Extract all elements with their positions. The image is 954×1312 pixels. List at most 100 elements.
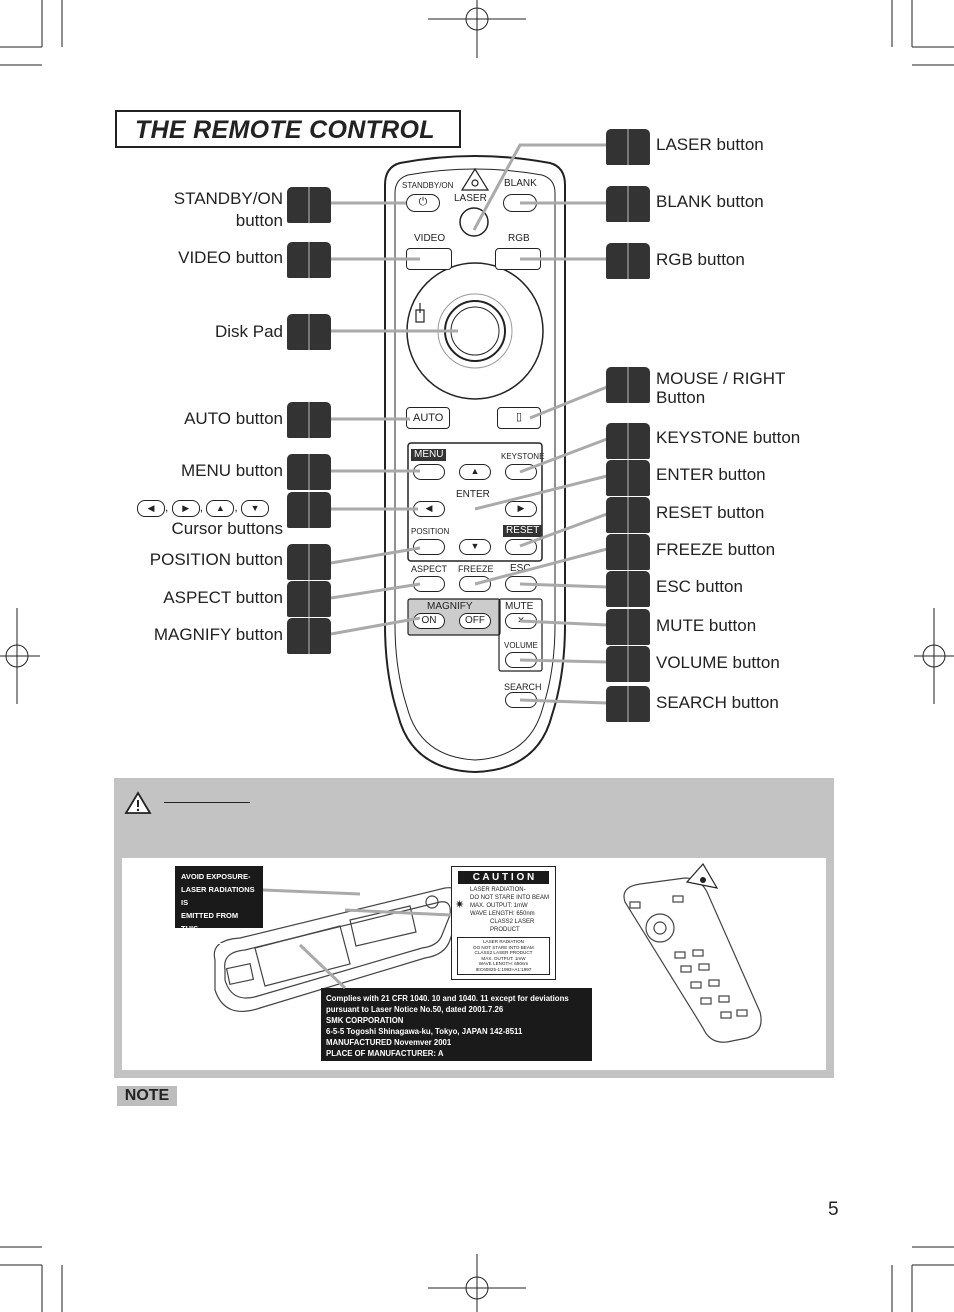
left-tab [287,544,331,580]
right-tab [606,186,650,222]
aperture-line: EMITTED FROM THIS [181,911,239,933]
remote-position-label: POSITION [411,527,450,536]
remote-down-button[interactable]: ▼ [459,539,491,555]
right-tab [606,571,650,607]
compliance-line: SMK CORPORATION [326,1016,404,1025]
remote-rgb-label: RGB [508,233,530,244]
right-tab [606,423,650,459]
caution-title: C A U T I O N [458,871,549,884]
cursor-symbols: ◀, ▶, ▲, ▼ [137,498,283,518]
left-tab [287,314,331,350]
caution-small-line: LASER RADIATION [482,939,524,944]
caution-line: CLASS2 LASER PRODUCT [490,919,535,933]
down-arrow-icon: ▼ [241,500,270,517]
auto-label: AUTO button [184,409,283,428]
remote-blank-label: BLANK [504,178,537,189]
compliance-line: MANUFACTURED Novemver 2001 [326,1038,452,1047]
caution-line: MAX. OUTPUT: 1mW [470,903,528,909]
right-tab [606,367,650,403]
cursor-label: Cursor buttons [171,519,284,538]
aperture-line: LASER RADIATIONS IS [181,885,255,907]
remote-mouse-right-button[interactable]: ▯ [497,407,541,429]
comma: , [234,500,238,514]
right-tab [606,534,650,570]
left-tab [287,618,331,654]
caution-small-line: WAVE LENGTH: 650nm [478,961,529,967]
aperture-line: APERTURE [181,937,223,946]
mute-label: MUTE button [656,616,757,635]
position-label: POSITION button [149,550,283,569]
remote-position-button[interactable] [413,539,445,555]
caution-label: C A U T I O N ✷ LASER RADIATION- DO NOT … [451,866,556,980]
left-tab [287,492,331,528]
left-arrow-icon: ◀ [137,500,165,517]
right-tab [606,460,650,496]
caution-small-line: IEC60825-1:1993+A1:1997 [475,966,532,972]
left-tab [287,402,331,438]
blank-label: BLANK button [656,192,764,211]
left-tab [287,581,331,617]
right-tab [606,243,650,279]
remote-video-label: VIDEO [414,233,446,244]
remote-search-label: SEARCH [504,682,542,692]
leader-lines [330,143,608,705]
rgb-label: RGB button [656,250,745,269]
caution-line: DO NOT STARE INTO BEAM [470,895,550,901]
left-tab [287,187,331,223]
remote-reset-label: RESET [503,525,543,537]
video-label: VIDEO button [178,248,283,267]
remote-off-button[interactable]: OFF [459,613,491,629]
caution-small-line: CLASS2 LASER PRODUCT [474,950,533,956]
compliance-line: PLACE OF MANUFACTURER: A [326,1049,444,1058]
magnify-label: MAGNIFY button [153,625,283,644]
freeze-label: FREEZE button [656,540,776,559]
right-tab [606,646,650,682]
enter-label: ENTER button [656,465,766,484]
caution-line: WAVE LENGTH: 650nm [470,911,535,917]
right-arrow-icon: ▶ [171,500,200,517]
right-tab [606,609,650,645]
keystone-label: KEYSTONE button [656,428,801,447]
caution-line: LASER RADIATION- [470,887,526,893]
mouse-label-2: Button [656,388,706,407]
compliance-label: Complies with 21 CFR 1040. 10 and 1040. … [321,988,592,1061]
right-tab [606,686,650,722]
remote-auto-button[interactable]: AUTO [406,407,450,429]
remote-enter-label: ENTER [456,489,490,500]
standby-label: STANDBY/ON [173,189,283,208]
remote-standby-button[interactable]: ⏻ [406,194,440,212]
standby-label-2: button [235,211,283,230]
page-title: THE REMOTE CONTROL [115,110,461,148]
remote-front-illustration [623,862,762,1043]
remote-magnify-label: MAGNIFY [427,601,473,612]
remote-keystone-label: KEYSTONE [501,452,545,461]
reset-label: RESET button [656,503,765,522]
left-tab [287,242,331,278]
remote-right-button[interactable]: ▶ [505,501,537,517]
caution-small-line: DO NOT STARE INTO BEAM [473,944,534,950]
aspect-label: ASPECT button [163,588,283,607]
comma: , [165,500,169,514]
remote-aspect-label: ASPECT [411,564,448,574]
up-arrow-icon: ▲ [206,500,235,517]
right-tab [606,129,650,165]
remote-esc-label: ESC [510,563,531,574]
remote-up-button[interactable]: ▲ [459,464,491,480]
remote-menu-label: MENU [411,449,447,461]
compliance-line: 6-5-5 Togoshi Shinagawa-ku, Tokyo, JAPAN… [326,1027,523,1036]
disk-pad-label: Disk Pad [214,322,283,341]
esc-label: ESC button [656,577,743,596]
comma: , [199,500,204,514]
note-tag: NOTE [117,1086,177,1106]
aperture-line: AVOID EXPOSURE- [181,872,251,881]
caution-small-box: LASER RADIATION DO NOT STARE INTO BEAM C… [457,937,550,975]
search-label: SEARCH button [656,693,779,712]
laser-label: LASER button [656,135,764,154]
remote-on-button[interactable]: ON [413,613,445,629]
compliance-line: pursuant to Laser Notice No.50, dated 20… [326,1005,504,1014]
remote-standby-label: STANDBY/ON [402,181,454,190]
remote-mute-label: MUTE [505,601,534,612]
page-number: 5 [828,1199,839,1220]
